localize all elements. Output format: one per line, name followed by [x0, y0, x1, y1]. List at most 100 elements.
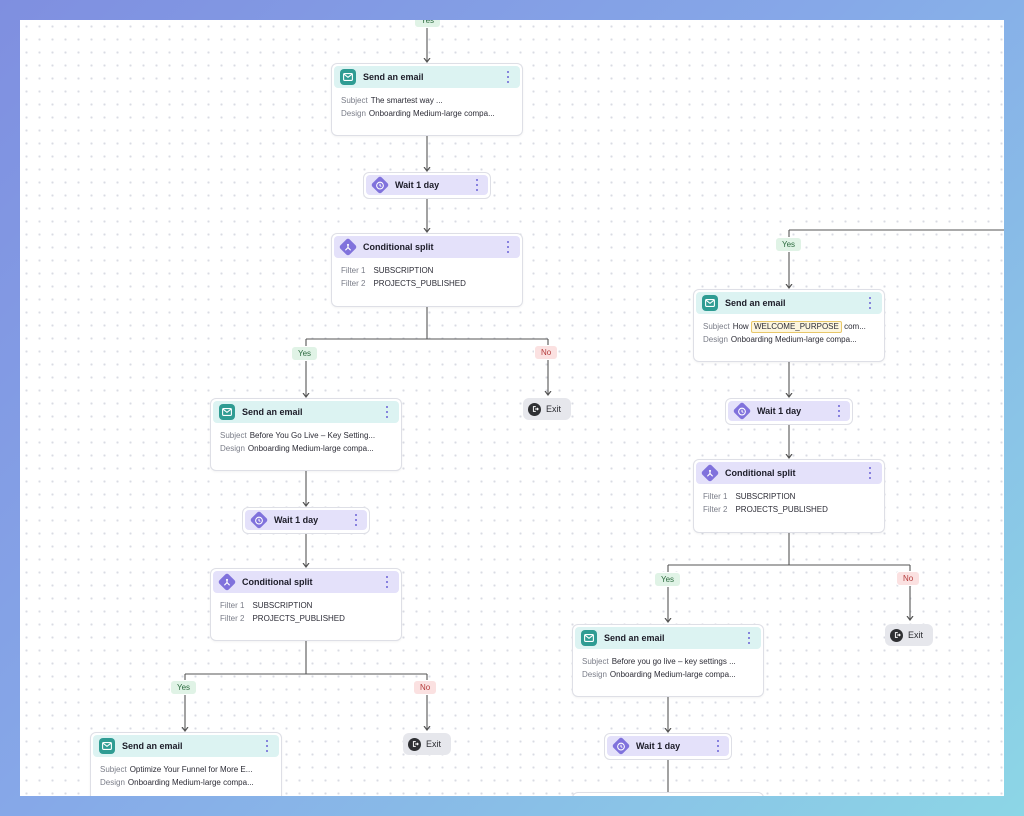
wait-step[interactable]: Wait 1 day — [242, 507, 370, 534]
exit-icon — [408, 737, 421, 751]
branch-yes-badge: Yes — [654, 572, 682, 587]
design-label: Design — [220, 444, 245, 453]
conditional-split-step[interactable]: Conditional split Filter 1 SUBSCRIPTION F… — [331, 233, 523, 307]
subject-label: Subject — [220, 431, 247, 440]
subject-suffix: com... — [844, 322, 866, 331]
exit-step[interactable]: Exit — [523, 398, 571, 420]
conditional-split-step[interactable]: Conditional split Filter 1 SUBSCRIPTION F… — [693, 459, 885, 533]
branch-icon — [217, 572, 237, 592]
filter2-label: Filter 2 — [703, 505, 728, 514]
step-title: Wait 1 day — [274, 515, 319, 525]
branch-yes-badge: Yes — [170, 680, 198, 695]
wait-step[interactable]: Wait 1 day — [604, 733, 732, 760]
step-title: Send an email — [122, 741, 183, 751]
exit-label: Exit — [908, 630, 924, 640]
kebab-menu-icon[interactable] — [476, 179, 479, 191]
branch-icon — [700, 463, 720, 483]
step-title: Send an email — [604, 633, 665, 643]
branch-yes-badge: Yes — [414, 20, 442, 28]
kebab-menu-icon[interactable] — [386, 576, 389, 588]
kebab-menu-icon[interactable] — [386, 406, 389, 418]
merge-tag-token: WELCOME_PURPOSE — [750, 321, 842, 333]
step-title: Send an email — [363, 72, 424, 82]
step-title: Send an email — [725, 298, 786, 308]
filter1-label: Filter 1 — [703, 492, 728, 501]
design-value: Onboarding Medium-large compa... — [247, 444, 374, 453]
step-title: Wait 1 day — [395, 180, 440, 190]
filter1-value: SUBSCRIPTION — [373, 266, 434, 275]
kebab-menu-icon[interactable] — [869, 297, 872, 309]
branch-yes-badge: Yes — [775, 237, 803, 252]
next-step-partial[interactable] — [572, 792, 764, 796]
clock-icon — [370, 175, 390, 195]
exit-step[interactable]: Exit — [885, 624, 933, 646]
kebab-menu-icon[interactable] — [748, 632, 751, 644]
kebab-menu-icon[interactable] — [355, 514, 358, 526]
filter2-value: PROJECTS_PUBLISHED — [735, 505, 828, 514]
envelope-icon — [99, 738, 115, 754]
step-title: Wait 1 day — [757, 406, 802, 416]
step-title: Send an email — [242, 407, 303, 417]
design-label: Design — [341, 109, 366, 118]
exit-label: Exit — [426, 739, 442, 749]
step-title: Conditional split — [725, 468, 796, 478]
clock-icon — [611, 736, 631, 756]
connector-lines — [20, 26, 1004, 796]
envelope-icon — [219, 404, 235, 420]
subject-value: The smartest way ... — [370, 96, 443, 105]
branch-no-badge: No — [896, 571, 921, 586]
subject-value: Before You Go Live – Key Setting... — [249, 431, 376, 440]
exit-label: Exit — [546, 404, 562, 414]
step-title: Conditional split — [242, 577, 313, 587]
wait-step[interactable]: Wait 1 day — [363, 172, 491, 199]
kebab-menu-icon[interactable] — [507, 71, 510, 83]
filter1-label: Filter 1 — [341, 266, 366, 275]
design-value: Onboarding Medium-large compa... — [127, 778, 254, 787]
kebab-menu-icon[interactable] — [838, 405, 841, 417]
clock-icon — [732, 401, 752, 421]
filter1-value: SUBSCRIPTION — [252, 601, 313, 610]
filter1-label: Filter 1 — [220, 601, 245, 610]
clock-icon — [249, 510, 269, 530]
design-label: Design — [703, 335, 728, 344]
wait-step[interactable]: Wait 1 day — [725, 398, 853, 425]
design-value: Onboarding Medium-large compa... — [368, 109, 495, 118]
step-title: Wait 1 day — [636, 741, 681, 751]
exit-step[interactable]: Exit — [403, 733, 451, 755]
branch-yes-badge: Yes — [291, 346, 319, 361]
subject-value: Optimize Your Funnel for More E... — [129, 765, 253, 774]
branch-no-badge: No — [413, 680, 438, 695]
exit-icon — [890, 628, 903, 642]
subject-label: Subject — [341, 96, 368, 105]
kebab-menu-icon[interactable] — [869, 467, 872, 479]
subject-label: Subject — [703, 322, 730, 331]
filter2-label: Filter 2 — [341, 279, 366, 288]
subject-label: Subject — [100, 765, 127, 774]
filter2-label: Filter 2 — [220, 614, 245, 623]
branch-icon — [338, 237, 358, 257]
design-value: Onboarding Medium-large compa... — [609, 670, 736, 679]
kebab-menu-icon[interactable] — [266, 740, 269, 752]
subject-label: Subject — [582, 657, 609, 666]
kebab-menu-icon[interactable] — [717, 740, 720, 752]
kebab-menu-icon[interactable] — [507, 241, 510, 253]
filter1-value: SUBSCRIPTION — [735, 492, 796, 501]
envelope-icon — [702, 295, 718, 311]
subject-value: Before you go live – key settings ... — [611, 657, 736, 666]
step-title: Conditional split — [363, 242, 434, 252]
envelope-icon — [581, 630, 597, 646]
design-value: Onboarding Medium-large compa... — [730, 335, 857, 344]
filter2-value: PROJECTS_PUBLISHED — [373, 279, 466, 288]
design-label: Design — [582, 670, 607, 679]
filter2-value: PROJECTS_PUBLISHED — [252, 614, 345, 623]
subject-prefix: How — [732, 322, 749, 331]
envelope-icon — [340, 69, 356, 85]
conditional-split-step[interactable]: Conditional split Filter 1 SUBSCRIPTION F… — [210, 568, 402, 641]
branch-no-badge: No — [534, 345, 559, 360]
